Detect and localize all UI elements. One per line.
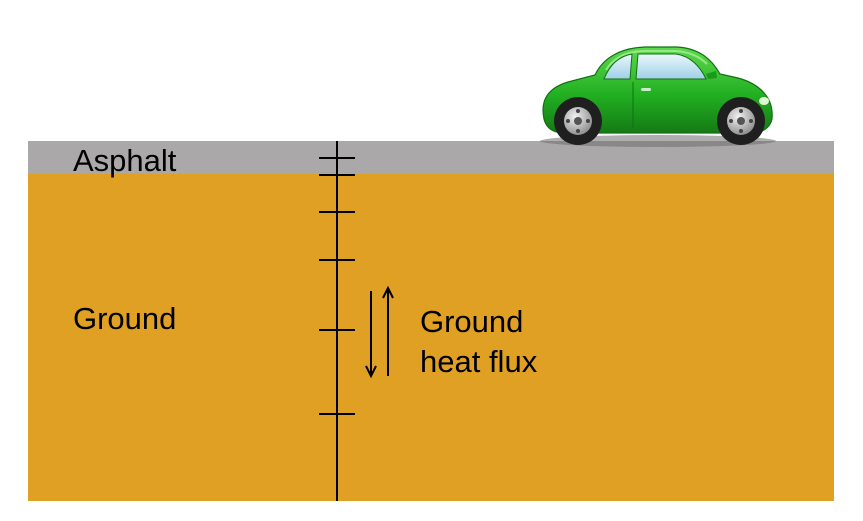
up-down-arrows-icon bbox=[365, 285, 394, 379]
asphalt-label: Asphalt bbox=[73, 143, 177, 178]
ground-heat-flux-label: Ground heat flux bbox=[420, 302, 537, 382]
layer-ticks bbox=[319, 157, 355, 415]
ground-layer bbox=[28, 174, 834, 501]
car-icon bbox=[540, 46, 776, 147]
flux-label-line1: Ground bbox=[420, 304, 524, 339]
flux-label-line2: heat flux bbox=[420, 344, 538, 379]
ground-label: Ground bbox=[73, 301, 177, 336]
